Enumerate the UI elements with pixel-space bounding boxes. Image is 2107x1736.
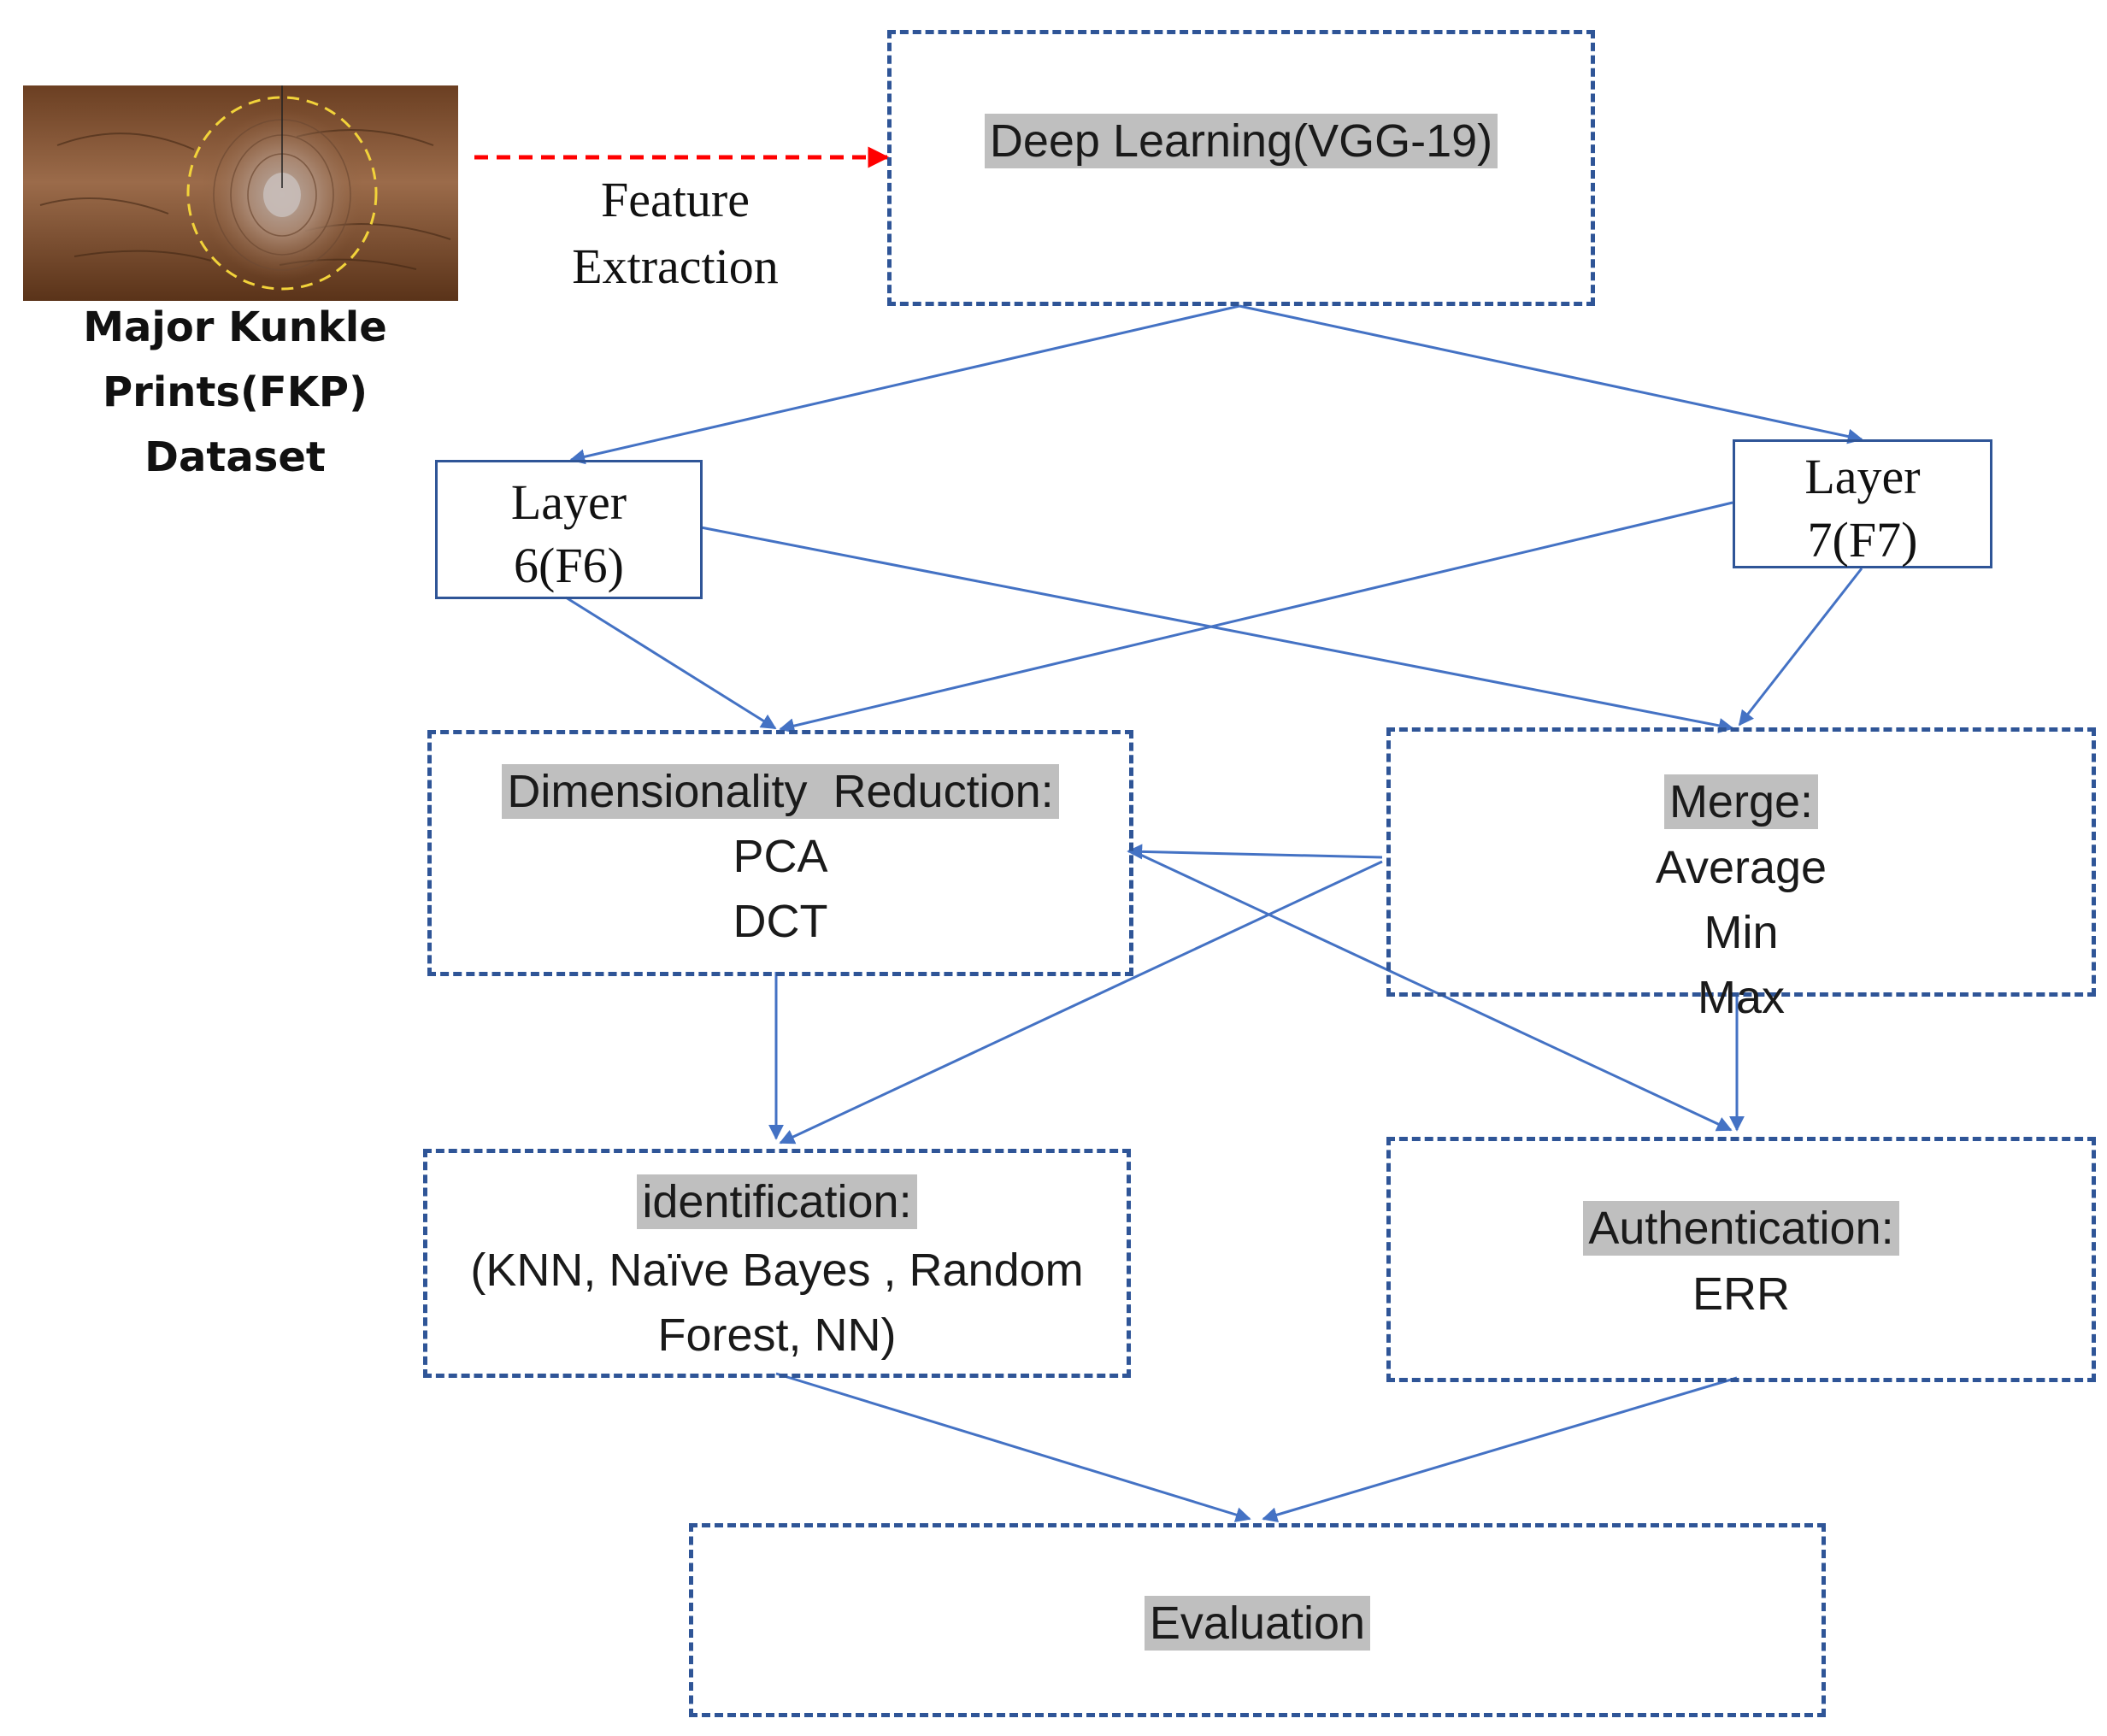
dimensionality-reduction-title: Dimensionality Reduction:: [502, 764, 1059, 819]
evaluation-title: Evaluation: [1144, 1596, 1371, 1651]
feature-extraction-line: Feature: [601, 172, 750, 227]
authentication-title: Authentication:: [1583, 1201, 1899, 1256]
merge-item: Min: [1704, 907, 1779, 958]
arrow-layer6-to-dimred: [565, 596, 777, 730]
authentication-item: ERR: [1692, 1268, 1790, 1320]
deep-learning-box: Deep Learning(VGG-19): [887, 30, 1595, 306]
layer7-box: Layer 7(F7): [1733, 439, 1992, 568]
arrow-vgg-to-layer6: [569, 304, 1240, 465]
layer6-box: Layer 6(F6): [435, 460, 703, 599]
arrow-layer7-to-merge: [1738, 568, 1863, 727]
dataset-caption: Major Kunkle Prints(FKP) Dataset: [34, 295, 436, 490]
merge-item: Max: [1697, 972, 1785, 1023]
arrow-merge-to-dimred: [1127, 844, 1383, 860]
dataset-caption-line: Major Kunkle: [83, 303, 387, 351]
merge-item: Average: [1655, 842, 1827, 893]
dimensionality-reduction-item: PCA: [733, 831, 828, 882]
arrow-dimred-to-authentication: [1136, 851, 1733, 1132]
feature-extraction-label: Feature Extraction: [513, 167, 838, 300]
dimensionality-reduction-item: DCT: [733, 896, 828, 947]
arrow-authentication-to-evaluation: [1262, 1376, 1738, 1523]
arrow-layer6-to-merge: [700, 526, 1734, 733]
identification-item: Forest, NN): [657, 1309, 897, 1361]
arrow-identification-to-evaluation: [775, 1372, 1251, 1522]
authentication-box: Authentication: ERR: [1386, 1137, 2096, 1382]
arrow-layer7-to-dimred: [779, 501, 1733, 734]
layer6-label-line: Layer: [510, 474, 627, 530]
knuckle-print-image: [23, 85, 458, 301]
dataset-caption-line: Prints(FKP): [102, 368, 368, 416]
dataset-caption-line: Dataset: [144, 433, 326, 481]
arrow-vgg-to-layer7: [1239, 304, 1863, 444]
identification-item: (KNN, Naïve Bayes , Random: [470, 1245, 1084, 1296]
feature-extraction-line: Extraction: [572, 238, 779, 294]
layer7-label-line: Layer: [1804, 449, 1921, 504]
identification-box: identification: (KNN, Naïve Bayes , Rand…: [423, 1149, 1131, 1378]
dimensionality-reduction-box: Dimensionality Reduction: PCA DCT: [427, 730, 1133, 976]
layer7-label-line: 7(F7): [1807, 512, 1918, 568]
identification-title: identification:: [637, 1174, 917, 1229]
merge-box: Merge: Average Min Max: [1386, 727, 2096, 1023]
evaluation-box: Evaluation: [689, 1523, 1826, 1717]
arrow-merge-to-identification: [779, 860, 1383, 1145]
deep-learning-title: Deep Learning(VGG-19): [984, 114, 1498, 168]
merge-title: Merge:: [1663, 774, 1819, 829]
layer6-label-line: 6(F6): [514, 538, 624, 593]
